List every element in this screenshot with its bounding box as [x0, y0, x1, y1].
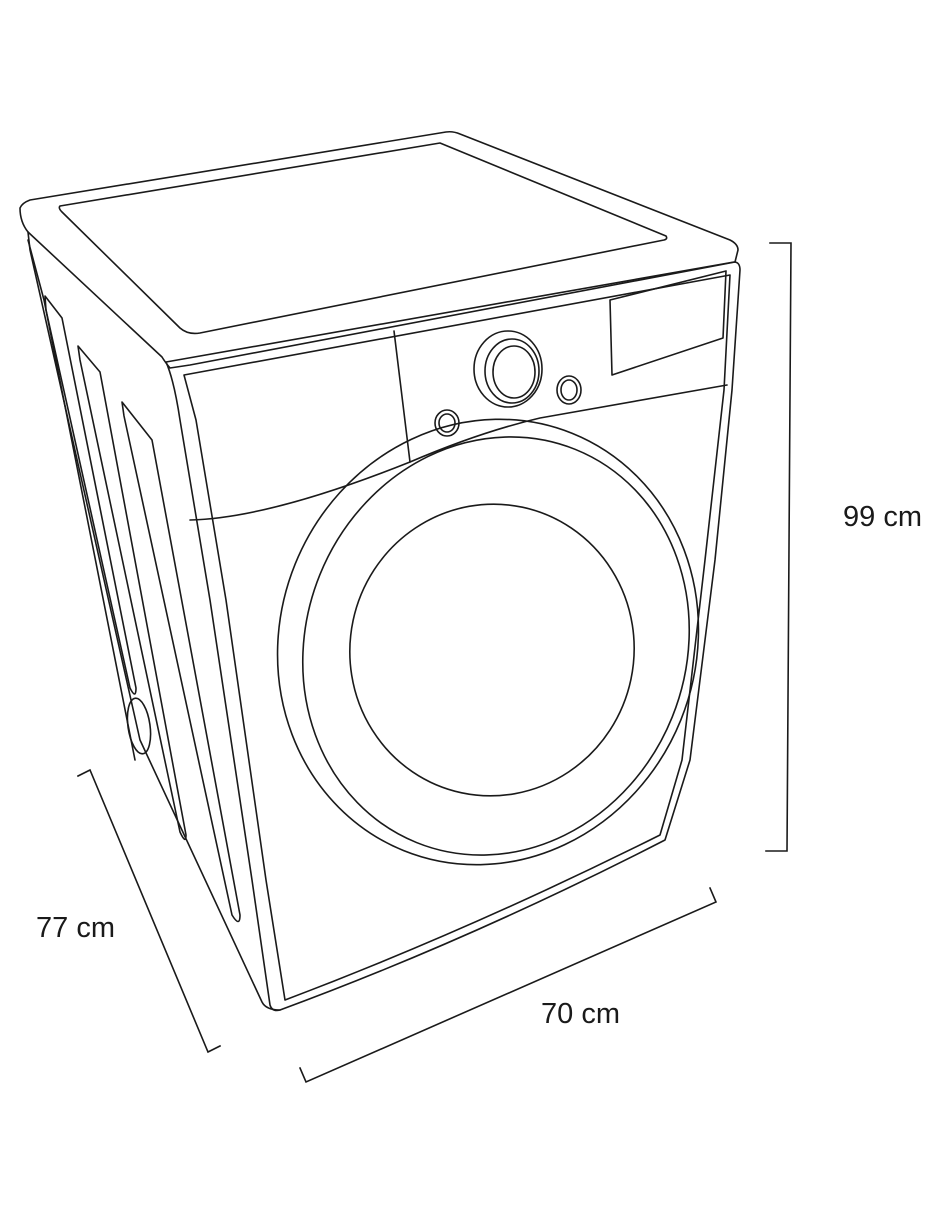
washer-top-panel [58, 142, 668, 335]
washer-front-face [165, 261, 741, 1012]
detergent-drawer-edge [393, 330, 411, 463]
side-vent-2 [77, 345, 187, 841]
door-outer-ring [276, 418, 700, 866]
height-dimension-bracket [765, 242, 792, 852]
door [276, 418, 700, 866]
washer-side-edge [27, 231, 281, 1011]
door-glass [349, 503, 635, 797]
display-window [609, 270, 727, 376]
start-button [556, 375, 582, 405]
depth-label: 77 cm [36, 912, 115, 944]
height-label: 99 cm [843, 501, 922, 533]
option-button [434, 409, 460, 437]
program-knob [473, 330, 543, 408]
side-vent-1 [44, 295, 137, 695]
control-panel-divider [189, 384, 728, 521]
door-ring [301, 436, 691, 856]
depth-dimension-bracket [76, 768, 222, 1054]
width-dimension-bracket [298, 886, 718, 1084]
side-service-port [126, 697, 152, 755]
width-label: 70 cm [541, 998, 620, 1030]
washer-front-bevel [183, 274, 731, 1001]
side-vent-3 [121, 401, 241, 923]
washer-top-outer [19, 130, 739, 369]
washer-drawing [19, 130, 741, 1012]
washer-side-back-edge [27, 239, 136, 761]
